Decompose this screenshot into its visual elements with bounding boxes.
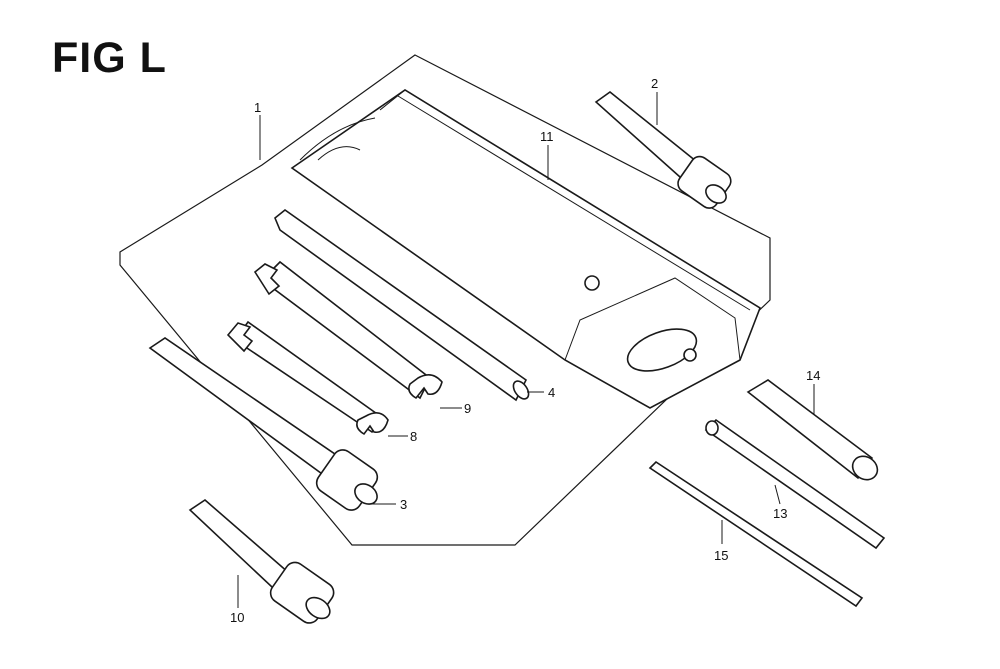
screwdriver-handle <box>746 379 879 481</box>
grip-rod <box>648 460 864 608</box>
tool-kit-boundary <box>119 54 771 546</box>
open-end-wrench-large <box>253 260 443 400</box>
extension-bar <box>274 208 530 402</box>
callout-4: 4 <box>548 385 555 400</box>
callout-10: 10 <box>230 610 244 625</box>
box-wrench-10 <box>188 498 335 624</box>
callout-leaders <box>237 92 815 608</box>
tool-bag <box>290 89 761 409</box>
box-wrench-3 <box>148 337 379 511</box>
callout-9: 9 <box>464 401 471 416</box>
callout-13: 13 <box>773 506 787 521</box>
callout-15: 15 <box>714 548 728 563</box>
figure-title: FIG L <box>52 34 167 82</box>
callout-8: 8 <box>410 429 417 444</box>
screwdriver <box>704 418 886 550</box>
open-end-wrench-small <box>226 320 389 436</box>
box-wrench-2 <box>594 90 732 209</box>
callout-11: 11 <box>540 129 554 144</box>
callout-1: 1 <box>254 100 261 115</box>
callout-2: 2 <box>651 76 658 91</box>
callout-3: 3 <box>400 497 407 512</box>
callout-14: 14 <box>806 368 820 383</box>
